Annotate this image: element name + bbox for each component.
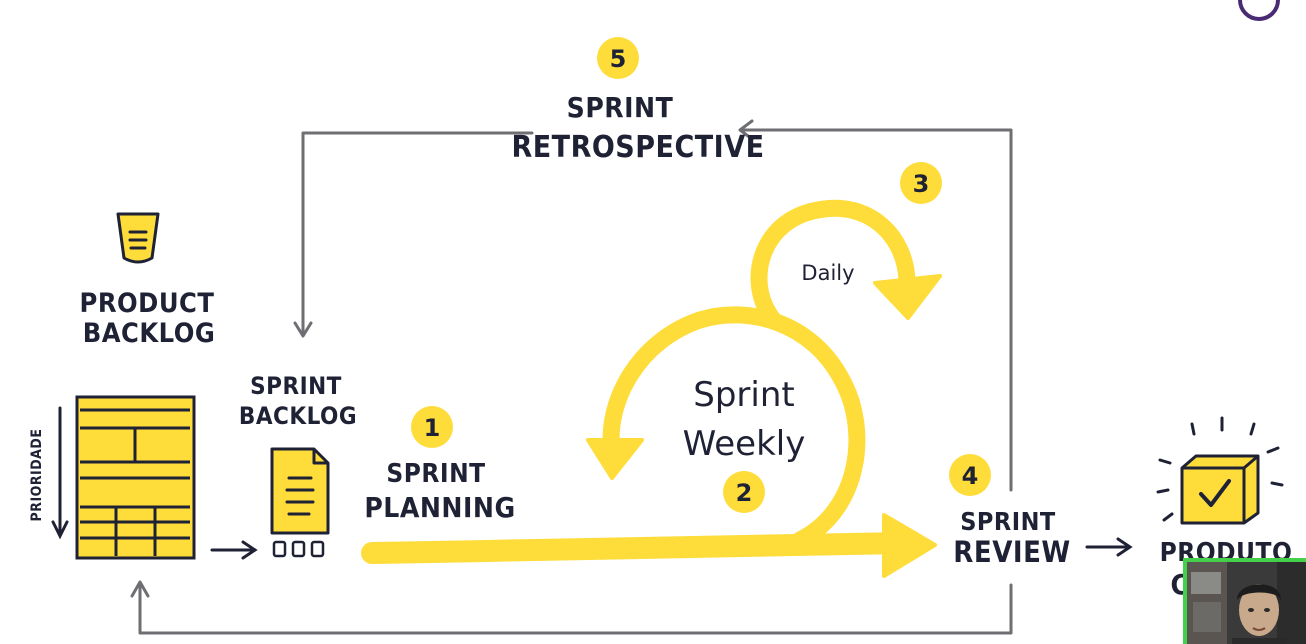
sprint-label-line2: Weekly	[683, 424, 806, 464]
checkmark-icon	[1199, 479, 1231, 507]
retrospective-loop-arrows	[130, 119, 1013, 635]
product-backlog-title-line2: BACKLOG	[83, 318, 216, 349]
badge-1	[411, 406, 453, 448]
badge-5	[597, 37, 639, 79]
product-backlog-title-line1: PRODUCT	[80, 288, 215, 319]
daily-label: Daily	[801, 261, 854, 285]
badge-1-number: 1	[424, 414, 441, 442]
sprint-backlog-title-line2: BACKLOG	[239, 402, 357, 430]
planning-title-line2: PLANNING	[364, 491, 515, 524]
document-icon	[270, 447, 330, 535]
sprint-label-line1: Sprint	[693, 375, 794, 415]
corner-circle-icon	[1238, 0, 1280, 21]
badge-5-number: 5	[610, 45, 627, 73]
sprint-flow	[361, 199, 916, 564]
badge-3-number: 3	[913, 170, 930, 198]
backlog-to-sprint-arrow	[210, 540, 258, 560]
task-boxes	[272, 540, 325, 558]
bucket-icon	[116, 212, 160, 264]
sprint-flow-arrowheads	[586, 274, 942, 578]
badge-3	[900, 162, 942, 204]
badge-4	[949, 454, 991, 496]
webcam-overlay	[1183, 558, 1306, 644]
badge-2	[723, 471, 765, 513]
sprint-backlog-title-line1: SPRINT	[250, 372, 342, 400]
product-backlog: PRODUCT BACKLOG PRIORIDADE	[29, 212, 216, 560]
badge-2-number: 2	[736, 479, 753, 507]
product-box-icon	[1156, 416, 1284, 525]
backlog-table-icon	[75, 395, 196, 560]
retrospective-title-line1: SPRINT	[567, 91, 674, 124]
webcam-feed-image	[1187, 562, 1306, 644]
priority-label: PRIORIDADE	[29, 429, 45, 522]
badge-4-number: 4	[962, 462, 979, 490]
step-badges: 5 3 1 2 4	[411, 37, 991, 513]
sprint-backlog: SPRINT BACKLOG	[239, 372, 357, 558]
review-to-product-arrow	[1085, 537, 1133, 557]
planning-title-line1: SPRINT	[386, 459, 485, 489]
retrospective-title-line2: RETROSPECTIVE	[511, 130, 764, 165]
review-title-line2: REVIEW	[953, 535, 1070, 569]
review-title-line1: SPRINT	[960, 507, 1056, 536]
priority-arrow	[51, 406, 69, 540]
